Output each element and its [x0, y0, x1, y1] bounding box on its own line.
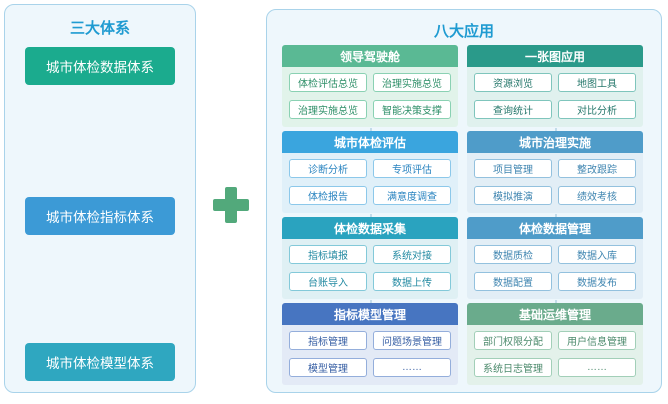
- app-item: 智能决策支撑: [373, 100, 451, 119]
- app-title: 体检数据采集: [282, 217, 458, 239]
- three-systems-panel: 三大体系 城市体检数据体系 城市体检指标体系 城市体检模型体系: [4, 4, 196, 393]
- app-item: 系统对接: [373, 245, 451, 264]
- app-item: 专项评估: [373, 159, 451, 178]
- app-one-map: 一张图应用 资源浏览 地图工具 查询统计 对比分析: [467, 45, 643, 127]
- model-system-box: 城市体检模型体系: [25, 343, 175, 381]
- three-systems-title: 三大体系: [69, 20, 130, 37]
- app-title: 基础运维管理: [467, 303, 643, 325]
- app-title: 体检数据管理: [467, 217, 643, 239]
- app-data-management: 体检数据管理 数据质检 数据入库 数据配置 数据发布: [467, 217, 643, 299]
- app-item: 数据上传: [373, 272, 451, 291]
- app-item: 体检评估总览: [289, 73, 367, 92]
- app-title: 一张图应用: [467, 45, 643, 67]
- app-item: 诊断分析: [289, 159, 367, 178]
- app-title: 城市治理实施: [467, 131, 643, 153]
- app-title: 指标模型管理: [282, 303, 458, 325]
- app-item: 模型管理: [289, 358, 367, 377]
- app-item: ……: [558, 358, 636, 377]
- app-leadership-cockpit: 领导驾驶舱 体检评估总览 治理实施总览 治理实施总览 智能决策支撑: [282, 45, 458, 127]
- app-city-governance: 城市治理实施 项目管理 整改跟踪 模拟推演 绩效考核: [467, 131, 643, 213]
- app-city-checkup-evaluation: 城市体检评估 诊断分析 专项评估 体检报告 满意度调查: [282, 131, 458, 213]
- app-item: 台账导入: [289, 272, 367, 291]
- app-item: 资源浏览: [474, 73, 552, 92]
- data-system-box: 城市体检数据体系: [25, 47, 175, 85]
- app-title: 城市体检评估: [282, 131, 458, 153]
- app-item: 体检报告: [289, 186, 367, 205]
- app-item: ……: [373, 358, 451, 377]
- app-item: 对比分析: [558, 100, 636, 119]
- app-item: 查询统计: [474, 100, 552, 119]
- app-item: 问题场景管理: [373, 331, 451, 350]
- app-item: 指标填报: [289, 245, 367, 264]
- plus-icon: [213, 187, 249, 223]
- app-item: 绩效考核: [558, 186, 636, 205]
- app-data-collection: 体检数据采集 指标填报 系统对接 台账导入 数据上传: [282, 217, 458, 299]
- app-item: 数据发布: [558, 272, 636, 291]
- app-item: 地图工具: [558, 73, 636, 92]
- app-item: 用户信息管理: [558, 331, 636, 350]
- app-item: 数据配置: [474, 272, 552, 291]
- app-item: 部门权限分配: [474, 331, 552, 350]
- indicator-system-box: 城市体检指标体系: [25, 197, 175, 235]
- app-item: 数据质检: [474, 245, 552, 264]
- app-basic-ops-management: 基础运维管理 部门权限分配 用户信息管理 系统日志管理 ……: [467, 303, 643, 385]
- app-item: 数据入库: [558, 245, 636, 264]
- app-item: 整改跟踪: [558, 159, 636, 178]
- app-item: 模拟推演: [474, 186, 552, 205]
- app-indicator-model-management: 指标模型管理 指标管理 问题场景管理 模型管理 ……: [282, 303, 458, 385]
- app-item: 系统日志管理: [474, 358, 552, 377]
- app-item: 指标管理: [289, 331, 367, 350]
- app-item: 治理实施总览: [289, 100, 367, 119]
- app-title: 领导驾驶舱: [282, 45, 458, 67]
- app-item: 项目管理: [474, 159, 552, 178]
- app-item: 治理实施总览: [373, 73, 451, 92]
- app-item: 满意度调查: [373, 186, 451, 205]
- eight-apps-panel: 八大应用 领导驾驶舱 体检评估总览 治理实施总览 治理实施总览 智能决策支撑 一…: [266, 9, 662, 393]
- eight-apps-title: 八大应用: [433, 23, 494, 40]
